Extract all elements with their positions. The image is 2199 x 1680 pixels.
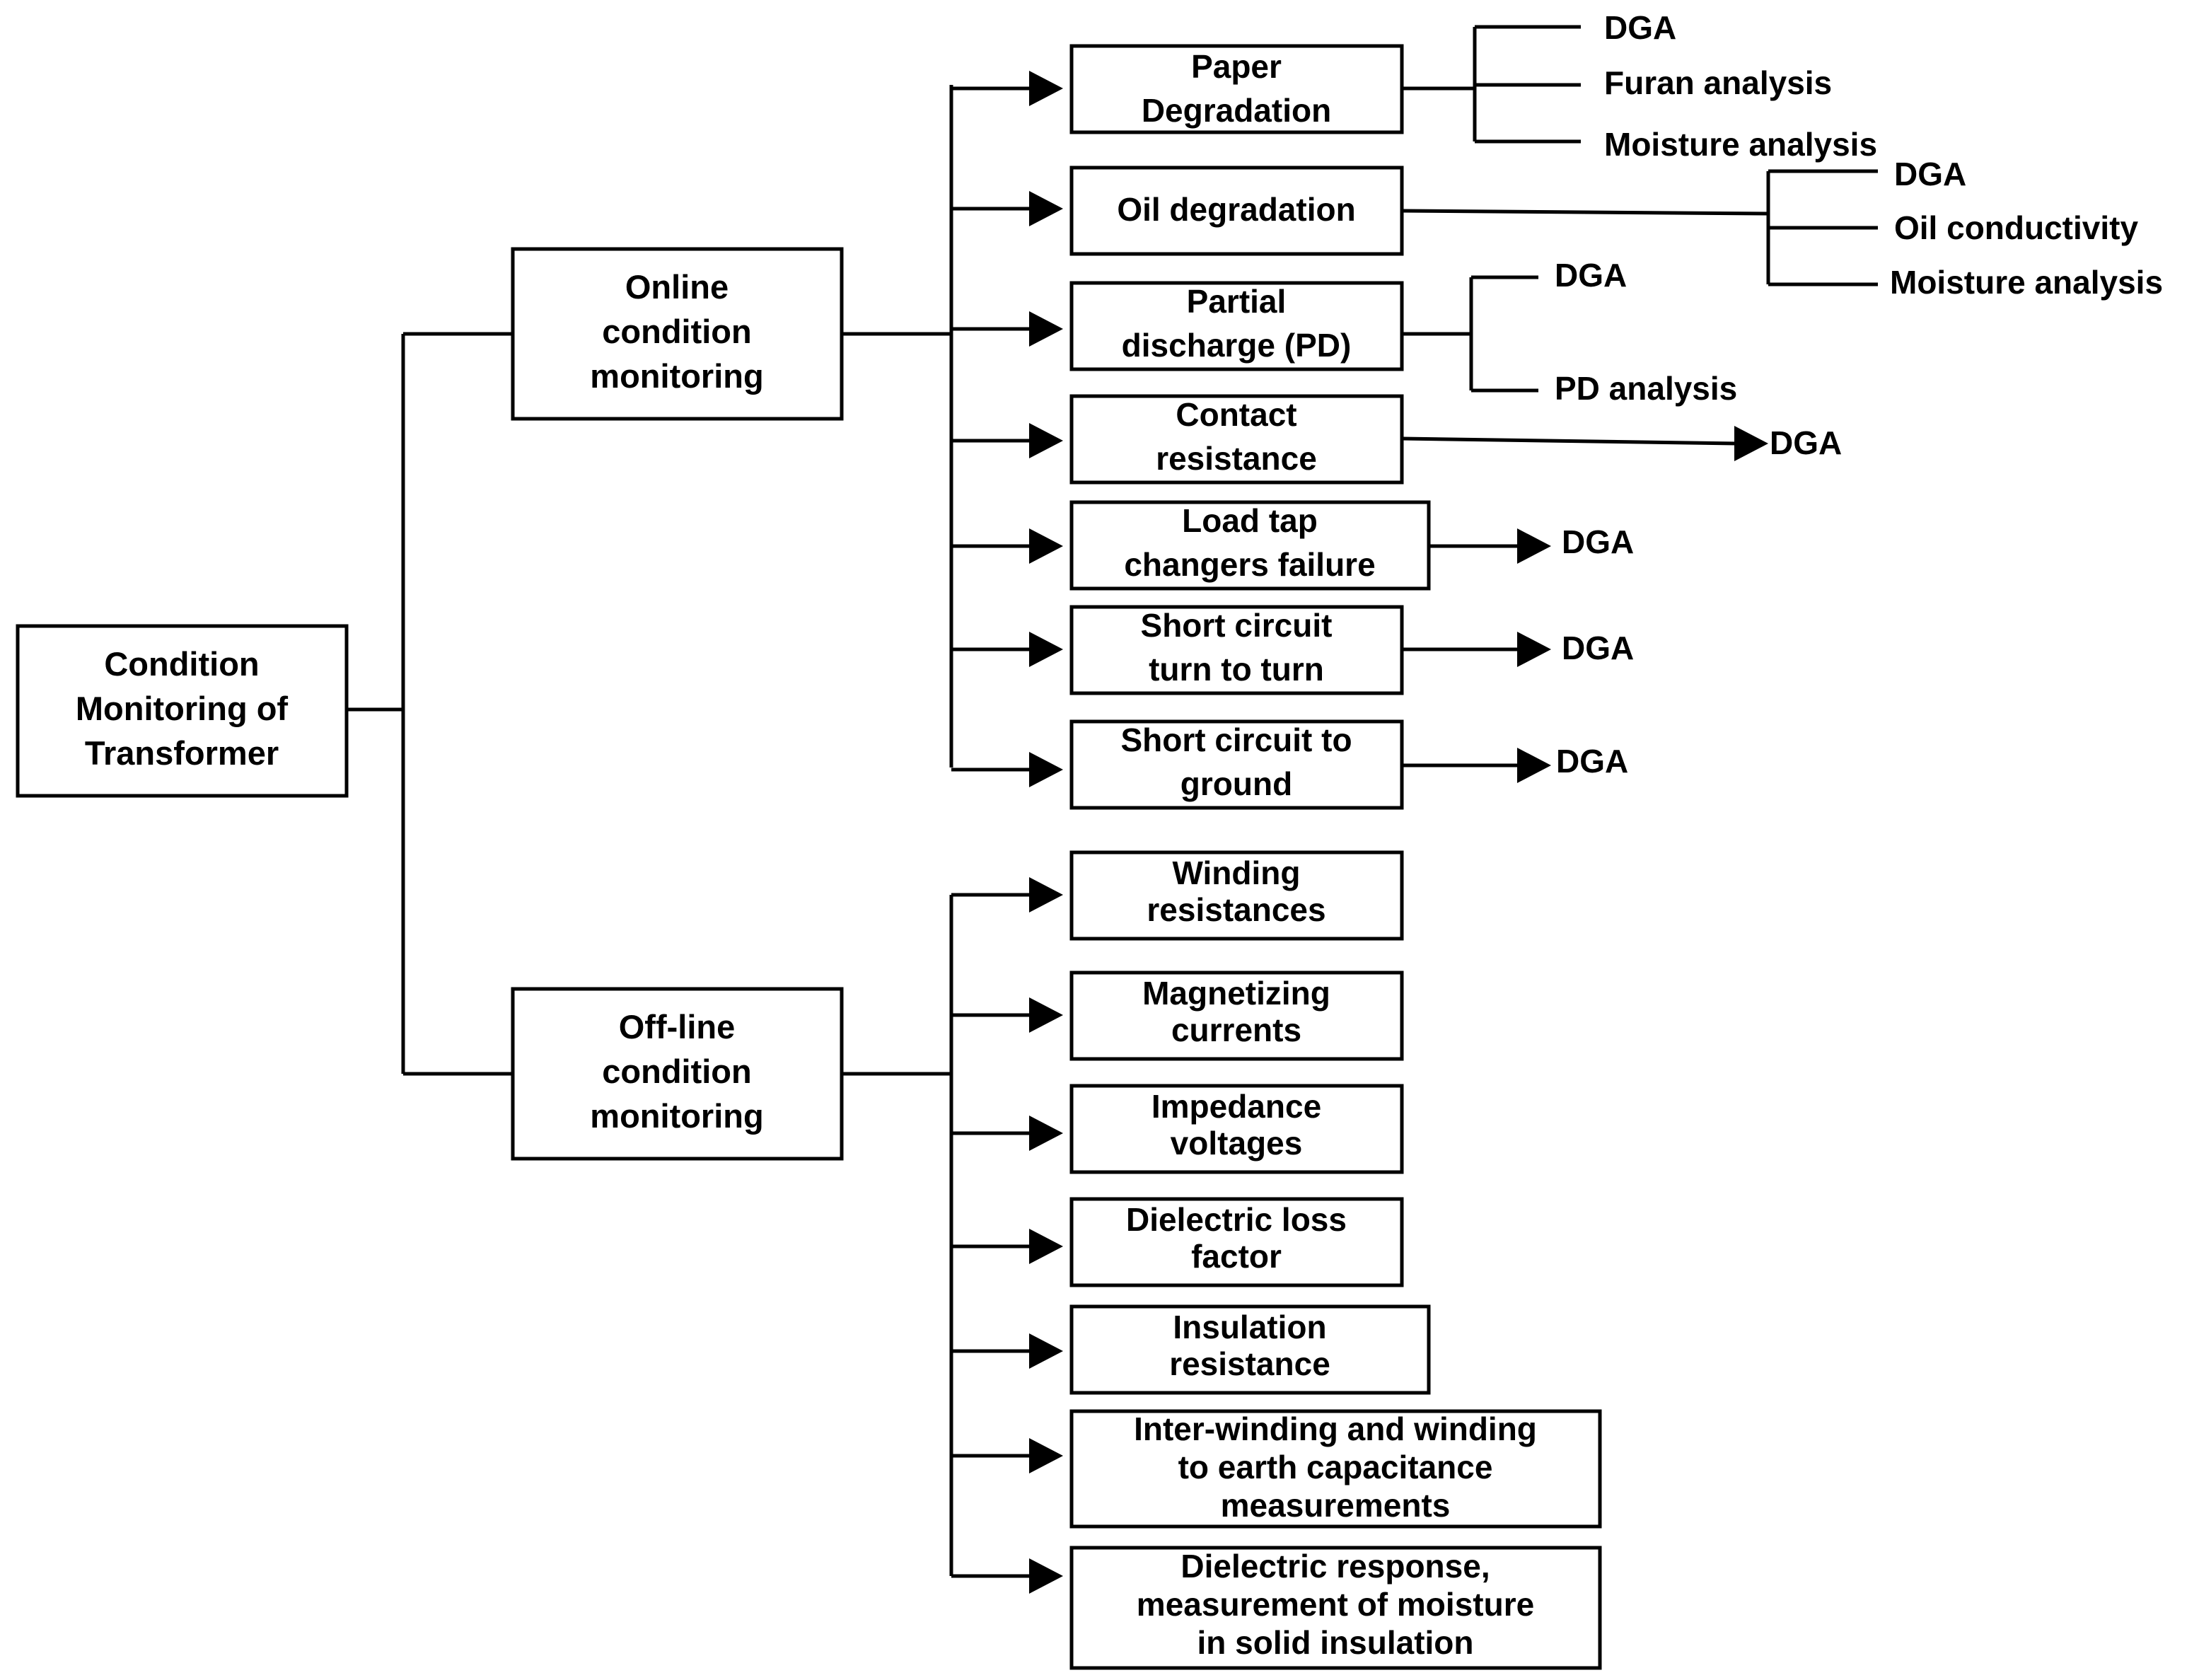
arrow-head (1029, 632, 1063, 667)
item-label: measurement of moisture (1137, 1586, 1534, 1623)
online-line: condition (602, 313, 751, 350)
arrow-head (1517, 632, 1551, 667)
arrow-head (1029, 311, 1063, 347)
online-node: Online condition monitoring (511, 247, 844, 421)
arrow-head (1734, 426, 1768, 461)
output-label: Oil conductivity (1894, 209, 2138, 246)
ground-output-label: DGA (1556, 743, 1628, 780)
root-connector (347, 332, 513, 1076)
item-label: turn to turn (1149, 651, 1324, 688)
item-label: measurements (1221, 1487, 1451, 1524)
root-line: Monitoring of (76, 690, 289, 727)
item-label: voltages (1171, 1125, 1303, 1161)
connectors (347, 25, 1878, 1594)
arrow-head (1029, 1438, 1063, 1473)
root-line: Condition (104, 645, 259, 683)
output-label: Furan analysis (1604, 64, 1832, 101)
arrow-head (1029, 1558, 1063, 1594)
item-label: ground (1180, 765, 1292, 802)
arrow-head (1029, 191, 1063, 226)
item-label: Inter-winding and winding (1134, 1410, 1537, 1447)
offline-item-capacitance: Inter-winding and winding to earth capac… (1069, 1409, 1602, 1529)
arrow-head (1029, 1229, 1063, 1264)
item-label: currents (1171, 1012, 1301, 1048)
arrow-head (1029, 877, 1063, 913)
item-label: Short circuit to (1120, 722, 1352, 758)
item-label: Magnetizing (1142, 975, 1330, 1012)
arrow-head (1029, 71, 1063, 106)
item-label: to earth capacitance (1178, 1449, 1493, 1485)
item-label: Paper (1191, 48, 1282, 85)
offline-item-winding-resistances: Winding resistances (1069, 850, 1404, 941)
online-item-partial-discharge: Partial discharge (PD) (1069, 281, 1404, 371)
item-label: Winding (1173, 855, 1301, 891)
item-label: Insulation (1173, 1309, 1326, 1345)
output-label: PD analysis (1555, 370, 1737, 407)
item-label: Partial (1187, 283, 1287, 320)
item-label: Load tap (1182, 502, 1318, 539)
item-label: changers failure (1124, 546, 1375, 583)
online-trunk (842, 85, 953, 767)
arrow-head (1029, 1116, 1063, 1151)
arrow-head (1029, 997, 1063, 1033)
online-item-load-tap-changers: Load tap changers failure (1069, 500, 1431, 591)
item-label: resistance (1156, 440, 1317, 477)
oil-outputs-connector (1401, 169, 1878, 286)
output-label: DGA (1894, 156, 1966, 192)
offline-node: Off-line condition monitoring (511, 987, 844, 1161)
turn-output-label: DGA (1562, 630, 1634, 666)
item-label: factor (1191, 1238, 1282, 1275)
pd-outputs-connector (1402, 275, 1538, 393)
item-label: Dielectric loss (1126, 1201, 1347, 1238)
output-label: Moisture analysis (1604, 126, 1877, 163)
item-label: Short circuit (1141, 607, 1333, 644)
item-label: Impedance (1151, 1088, 1321, 1125)
root-node: Condition Monitoring of Transformer (16, 624, 349, 798)
online-item-oil-degradation: Oil degradation (1069, 166, 1404, 256)
paper-outputs: DGA Furan analysis Moisture analysis (1604, 9, 1877, 163)
item-label: discharge (PD) (1122, 327, 1352, 364)
item-label: Oil degradation (1117, 191, 1355, 228)
offline-item-impedance-voltages: Impedance voltages (1069, 1084, 1404, 1174)
online-line: Online (625, 268, 729, 306)
load-tap-output-label: DGA (1562, 523, 1634, 560)
offline-item-dielectric-response: Dielectric response, measurement of mois… (1069, 1546, 1602, 1670)
item-label: in solid insulation (1197, 1624, 1474, 1661)
offline-line: Off-line (619, 1008, 735, 1045)
arrow-head (1029, 528, 1063, 564)
arrow-head (1029, 1333, 1063, 1369)
online-line: monitoring (590, 357, 763, 395)
online-item-short-circuit-turn: Short circuit turn to turn (1069, 605, 1404, 695)
item-label: Dielectric response, (1180, 1548, 1490, 1585)
output-label: DGA (1555, 257, 1627, 294)
arrow-head (1517, 748, 1551, 783)
oil-outputs: DGA Oil conductivity Moisture analysis (1890, 156, 2163, 301)
offline-item-dielectric-loss: Dielectric loss factor (1069, 1197, 1404, 1287)
arrow-head (1029, 752, 1063, 787)
item-label: Degradation (1142, 92, 1331, 129)
offline-item-magnetizing-currents: Magnetizing currents (1069, 971, 1404, 1061)
offline-line: monitoring (590, 1097, 763, 1135)
offline-line: condition (602, 1053, 751, 1090)
pd-outputs: DGA PD analysis (1555, 257, 1737, 407)
online-item-contact-resistance: Contact resistance (1069, 394, 1404, 485)
online-item-short-circuit-ground: Short circuit to ground (1069, 719, 1404, 810)
offline-trunk (842, 895, 953, 1576)
online-item-paper-degradation: Paper Degradation (1069, 44, 1404, 134)
arrow-head (1517, 528, 1551, 564)
root-line: Transformer (85, 734, 279, 772)
output-label: Moisture analysis (1890, 264, 2163, 301)
contact-output-label: DGA (1770, 424, 1842, 461)
arrow-head (1029, 423, 1063, 458)
item-label: resistance (1169, 1345, 1330, 1382)
output-label: DGA (1604, 9, 1676, 46)
paper-outputs-connector (1402, 25, 1581, 144)
item-label: Contact (1176, 396, 1296, 433)
item-label: resistances (1147, 891, 1325, 928)
offline-item-insulation-resistance: Insulation resistance (1069, 1304, 1431, 1395)
